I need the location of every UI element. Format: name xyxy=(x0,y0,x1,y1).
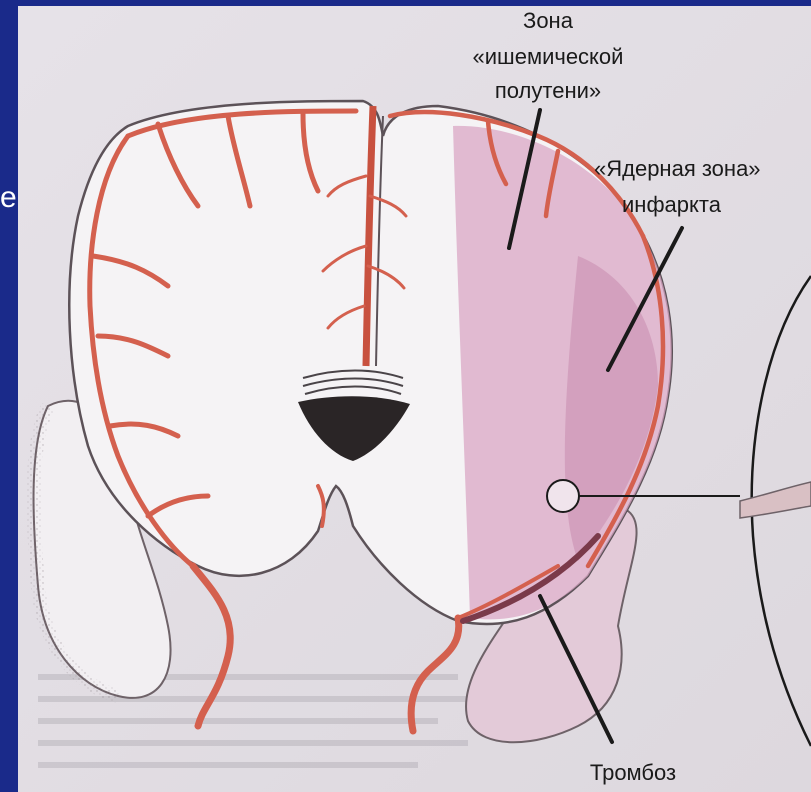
penumbra-label-line2: «ишемической xyxy=(438,44,658,70)
core-label-line1: «Ядерная зона» xyxy=(594,156,811,182)
core-label-line2: инфаркта xyxy=(622,192,782,218)
penumbra-label-line3: полутени» xyxy=(458,78,638,104)
brain-coronal-section-diagram xyxy=(18,6,811,792)
penumbra-label-line1: Зона xyxy=(483,8,613,34)
callout-circle xyxy=(547,480,579,512)
cut-off-text-fragment: е xyxy=(0,178,18,218)
textbook-illustration: Зона «ишемической полутени» «Ядерная зон… xyxy=(18,6,811,792)
thrombosis-label: Тромбоз xyxy=(563,760,703,786)
